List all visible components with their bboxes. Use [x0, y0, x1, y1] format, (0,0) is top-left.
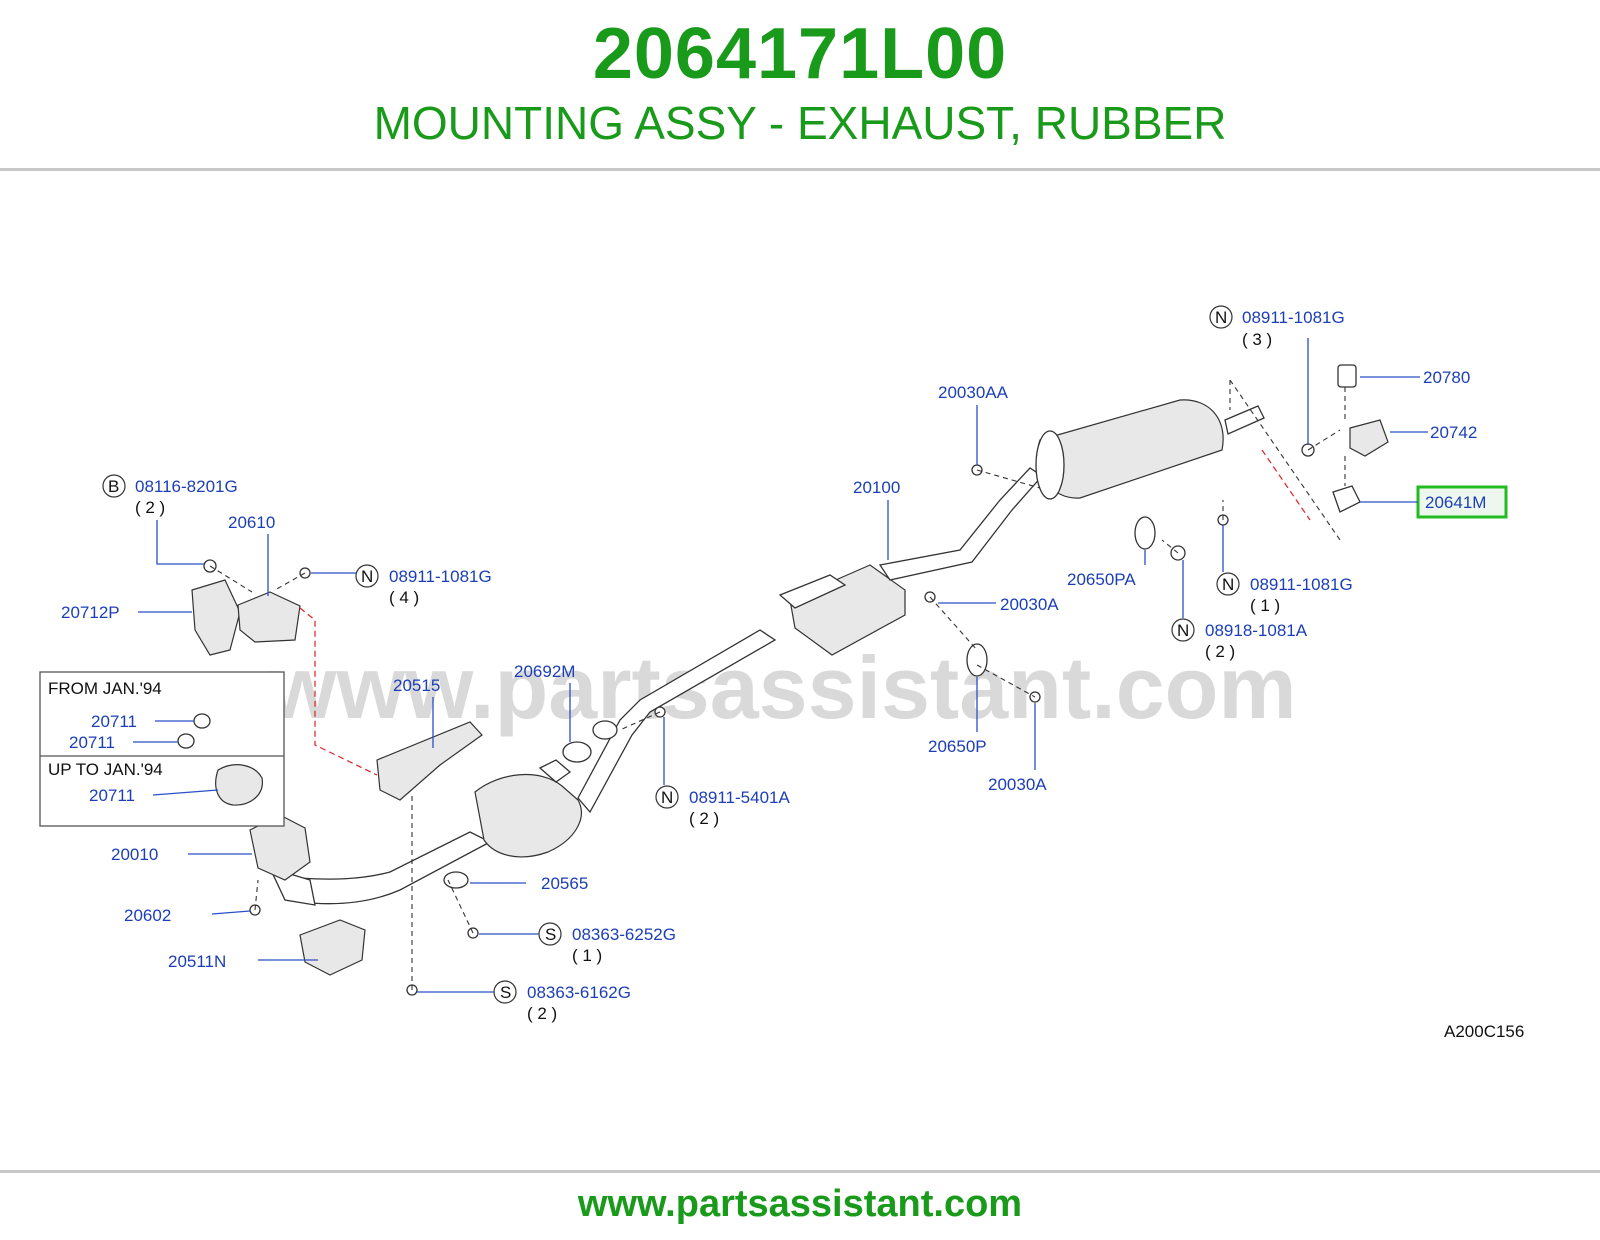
callout-part-code: 08363-6252G — [572, 925, 676, 944]
callout-20712P[interactable]: 20712P — [61, 603, 192, 622]
callout-20650PA[interactable]: 20650PA — [1067, 550, 1146, 589]
callout-label: 20780 — [1423, 368, 1470, 387]
callout-20515[interactable]: 20515 — [393, 676, 440, 748]
callout-20100[interactable]: 20100 — [853, 478, 900, 560]
callout-part-code: 08363-6162G — [527, 983, 631, 1002]
callout-n-08911-1081G-left[interactable]: N 08911-1081G ( 4 ) — [311, 564, 492, 607]
inset-from-label: FROM JAN.'94 — [48, 679, 162, 698]
callout-label: 20711 — [91, 712, 137, 731]
diagram-code: A200C156 — [1444, 1022, 1524, 1041]
date-variant-inset: FROM JAN.'94 UP TO JAN.'94 20711 20711 2… — [39, 671, 285, 827]
callout-label: 20565 — [541, 874, 588, 893]
callout-part-code: 08911-1081G — [389, 567, 492, 586]
callout-20030A-lower[interactable]: 20030A — [988, 703, 1047, 794]
callout-label: 20650P — [928, 737, 987, 756]
callout-badge: N — [1222, 575, 1234, 594]
callout-qty: ( 2 ) — [689, 809, 719, 828]
callout-qty: ( 2 ) — [527, 1004, 557, 1023]
callout-badge: N — [1177, 621, 1189, 640]
callout-badge: N — [361, 567, 373, 586]
part-description: MOUNTING ASSY - EXHAUST, RUBBER — [373, 97, 1227, 149]
callout-label: 20742 — [1430, 423, 1477, 442]
callout-20780[interactable]: 20780 — [1360, 368, 1470, 387]
callout-qty: ( 4 ) — [389, 588, 419, 607]
callout-label: 20010 — [111, 845, 158, 864]
callout-badge: N — [661, 788, 673, 807]
callout-label: 20692M — [514, 662, 575, 681]
callout-badge: N — [1215, 308, 1227, 327]
callout-20010[interactable]: 20010 — [111, 845, 252, 864]
callout-label: 20602 — [124, 906, 171, 925]
callout-label: 20100 — [853, 478, 900, 497]
callout-20692M[interactable]: 20692M — [514, 662, 575, 742]
page-header: 2064171L00 MOUNTING ASSY - EXHAUST, RUBB… — [0, 0, 1600, 168]
callout-qty: ( 2 ) — [135, 498, 165, 517]
callout-badge: S — [500, 983, 511, 1002]
callout-label: 20610 — [228, 513, 275, 532]
callout-s-08363-6252G[interactable]: S 08363-6252G ( 1 ) — [479, 922, 676, 965]
callout-20610[interactable]: 20610 — [228, 513, 275, 596]
callout-label: 20650PA — [1067, 570, 1136, 589]
callout-label: 20030AA — [938, 383, 1009, 402]
callout-qty: ( 1 ) — [572, 946, 602, 965]
highlight-box — [1416, 485, 1508, 519]
callout-label: 20641M — [1425, 493, 1486, 512]
callout-qty: ( 1 ) — [1250, 596, 1280, 615]
callout-s-08363-6162G[interactable]: S 08363-6162G ( 2 ) — [417, 980, 631, 1023]
callout-label: 20030A — [1000, 595, 1059, 614]
footer-divider — [0, 1170, 1600, 1173]
callout-20030AA[interactable]: 20030AA — [938, 383, 1009, 465]
callout-20711-a[interactable]: 20711 — [91, 712, 194, 731]
callout-label: 20712P — [61, 603, 120, 622]
assembly-lines — [209, 379, 1346, 990]
callout-20650P[interactable]: 20650P — [928, 677, 987, 756]
callout-20602[interactable]: 20602 — [124, 906, 251, 925]
callout-label: 20511N — [168, 952, 226, 971]
callout-label: 20030A — [988, 775, 1047, 794]
exhaust-system-drawing — [191, 364, 1389, 996]
callout-part-code: 08918-1081A — [1205, 621, 1308, 640]
callout-label: 20515 — [393, 676, 440, 695]
callout-n-08911-1081G-right[interactable]: N 08911-1081G ( 1 ) — [1216, 525, 1353, 615]
header-divider — [0, 168, 1600, 171]
callout-badge: B — [108, 477, 119, 496]
callout-20030A-upper[interactable]: 20030A — [938, 595, 1059, 614]
callout-part-code: 08911-1081G — [1242, 308, 1345, 327]
callout-20742[interactable]: 20742 — [1390, 423, 1477, 442]
callout-part-code: 08911-1081G — [1250, 575, 1353, 594]
callout-n-08911-1081G-top[interactable]: N 08911-1081G ( 3 ) — [1209, 305, 1345, 445]
callout-qty: ( 2 ) — [1205, 642, 1235, 661]
callout-badge: S — [545, 925, 556, 944]
callout-20711-b[interactable]: 20711 — [69, 733, 178, 752]
callout-qty: ( 3 ) — [1242, 330, 1272, 349]
callout-part-code: 08911-5401A — [689, 788, 790, 807]
callout-label: 20711 — [69, 733, 115, 752]
callout-n-08911-5401A[interactable]: N 08911-5401A ( 2 ) — [655, 717, 790, 828]
callout-20511N[interactable]: 20511N — [168, 952, 318, 971]
part-number-title: 2064171L00 — [592, 14, 1008, 94]
callout-n-08918-1081A[interactable]: N 08918-1081A ( 2 ) — [1171, 560, 1308, 661]
callout-20711-c[interactable]: 20711 — [89, 786, 219, 805]
callout-b-08116-8201G[interactable]: B 08116-8201G ( 2 ) — [102, 474, 238, 565]
callout-20641M-highlighted[interactable]: 20641M — [1360, 485, 1508, 519]
callout-label: 20711 — [89, 786, 135, 805]
callout-part-code: 08116-8201G — [135, 477, 238, 496]
watermark-text: www.partsassistant.com — [267, 638, 1297, 737]
inset-upto-label: UP TO JAN.'94 — [48, 760, 163, 779]
diagram-panel — [0, 275, 1600, 1065]
footer-site-link[interactable]: www.partsassistant.com — [577, 1183, 1023, 1225]
callout-20565[interactable]: 20565 — [470, 874, 588, 893]
